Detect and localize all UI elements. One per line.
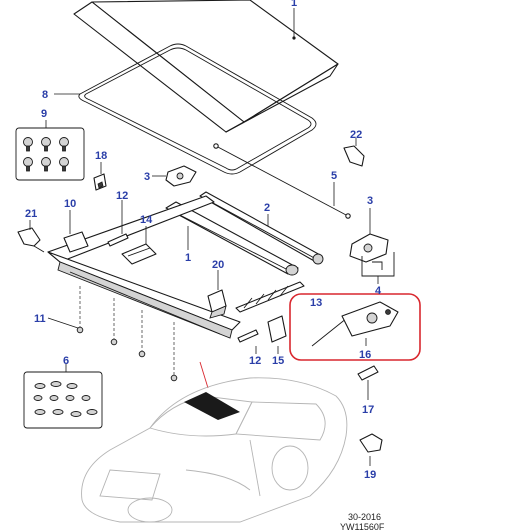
glass-seal	[78, 43, 317, 175]
part-22	[343, 145, 365, 167]
callout-20: 20	[212, 259, 224, 271]
callout-13: 13	[310, 297, 322, 309]
leader-11	[47, 317, 79, 329]
leader-dot	[292, 36, 296, 40]
callout-12-upper: 12	[116, 190, 128, 202]
clip-3-left	[165, 165, 197, 187]
sunroof-frame	[47, 195, 241, 339]
callout-19: 19	[364, 469, 376, 481]
callout-2: 2	[264, 202, 270, 214]
fixing-points	[76, 286, 178, 382]
bracket-14	[121, 243, 157, 265]
callout-21: 21	[25, 208, 37, 220]
drain-tube-end-b	[345, 213, 351, 219]
callout-5: 5	[331, 170, 337, 182]
vehicle-outline	[81, 377, 348, 523]
bracket-15	[267, 315, 287, 343]
callout-8: 8	[42, 89, 48, 101]
callout-22: 22	[350, 129, 362, 141]
callout-6: 6	[63, 355, 69, 367]
screws-kit	[15, 127, 85, 181]
callout-17: 17	[362, 404, 374, 416]
part-7	[357, 365, 379, 381]
callout-11: 11	[34, 313, 46, 325]
drive-cable-13	[235, 281, 305, 313]
callout-4: 4	[375, 285, 382, 297]
fasteners-kit	[23, 371, 103, 429]
footer-ref-code: YW11560F	[340, 522, 385, 532]
callout-18: 18	[95, 150, 107, 162]
part-21	[17, 227, 45, 253]
callout-3-right: 3	[367, 195, 373, 207]
motor-3-right	[349, 233, 389, 263]
part-12-upper	[107, 233, 129, 247]
location-pointer	[199, 361, 209, 389]
callout-9: 9	[41, 108, 47, 120]
callout-15: 15	[272, 355, 284, 367]
callout-14: 14	[140, 214, 153, 226]
highlight-box	[289, 293, 421, 361]
drain-tube	[215, 145, 349, 217]
bracket-20	[207, 289, 227, 319]
callout-1-top: 1	[291, 0, 297, 9]
callout-1-mid: 1	[185, 252, 191, 264]
callout-16: 16	[359, 349, 371, 361]
part-12-lower	[237, 329, 259, 343]
glass-panel	[73, 0, 339, 133]
sunroof-aperture	[184, 392, 240, 420]
callout-10: 10	[64, 198, 76, 210]
clip-18	[93, 173, 107, 191]
footer-date-code: 30-2016	[348, 512, 381, 522]
part-19	[359, 433, 383, 453]
motor-16	[311, 301, 399, 347]
callout-3-left: 3	[144, 171, 150, 183]
guide-rail-2	[199, 191, 324, 265]
callout-12-lower: 12	[249, 355, 261, 367]
guide-rail-1	[165, 201, 299, 276]
drain-tube-end	[213, 143, 219, 149]
